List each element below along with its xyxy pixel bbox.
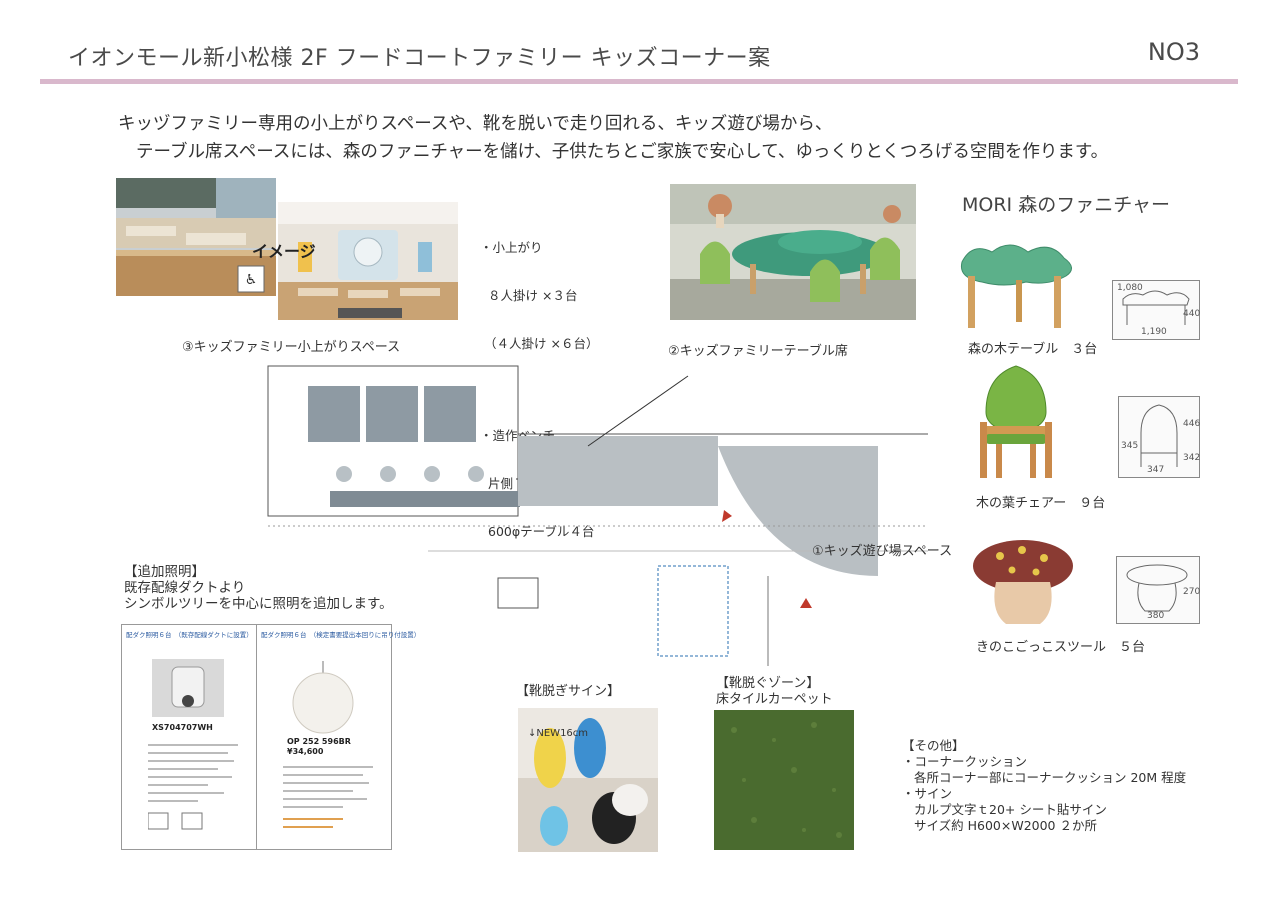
shoes-sign-photo: ↓NEW16cm [518,708,658,852]
stool-dimension-drawing: 270 380 [1116,556,1200,624]
intro-line-2: テーブル席スペースには、森のファニチャーを儲け、子供たちとご家族で安心して、ゆっ… [136,142,1109,162]
floor-plan [248,356,928,676]
lighting-spec-sheet-1: 配ダク照明６台 （既存配線ダクトに設置） XS704707WH [121,624,257,850]
agari-line-1: ８人掛け ×３台 [488,288,578,303]
mori-chair-caption: 木の葉チェアー ９台 [976,496,1106,511]
mori-chair-image [966,362,1066,482]
shoes-sign-label: 【靴脱ぎサイン】 [516,684,621,699]
table-dim-height: 440 [1183,309,1201,319]
other-bullet-1-detail: 各所コーナー部にコーナークッション 20M 程度 [914,770,1187,785]
shoes-zone-line-1: 【靴脱ぐゾーン】 [716,676,820,691]
spec1-model: XS704707WH [152,723,213,732]
mori-title: MORI 森のファニチャー [962,194,1171,216]
stool-dim-width: 380 [1147,611,1165,621]
spec2-model: OP 252 596BR [287,737,351,746]
table-dim-depth: 1,080 [1117,283,1143,293]
intro-line-1: キッヅファミリー専用の小上がりスペースや、靴を脱いで走り回れる、キッズ遊び場から… [118,114,833,134]
shoes-zone-label: 【靴脱ぐゾーン】 床タイルカーペット [716,676,833,708]
page-number: NO3 [1147,38,1200,66]
mori-table-caption: 森の木テーブル ３台 [968,342,1098,357]
other-title: 【その他】 [902,738,965,753]
table-dimension-drawing: 1,080 440 1,190 [1112,280,1200,340]
mori-stool-image [970,536,1076,628]
spec1-heading: 配ダク照明６台 （既存配線ダクトに設置） [126,631,253,639]
chair-dimension-drawing: 446 345 342 347 [1118,396,1200,478]
spec2-price: ¥34,600 [287,747,324,756]
lighting-notes: 【追加照明】 既存配線ダクトより シンボルツリーを中心に照明を追加します。 [124,564,393,612]
chair-dim-c: 342 [1183,453,1201,463]
stool-dim-height: 270 [1183,587,1201,597]
shoes-zone-line-2: 床タイルカーペット [716,692,833,707]
mori-stool-caption: きのこごっこスツール ５台 [976,640,1146,655]
header-divider [40,79,1238,84]
foodcourt-photo: ♿ [116,178,276,296]
kids-cafe-photo [278,202,458,320]
carpet-sample [714,710,854,850]
image-label: イメージ [252,242,316,261]
table-dim-width: 1,190 [1141,327,1167,337]
bench-line-2: 600φテーブル４台 [488,524,595,539]
svg-text:♿: ♿ [245,272,258,288]
other-notes: 【その他】 ・コーナークッション 各所コーナー部にコーナークッション 20M 程… [902,738,1186,834]
forest-furniture-photo [670,184,916,320]
other-bullet-1: ・コーナークッション [902,754,1028,769]
chair-dim-b: 345 [1121,441,1139,451]
lighting-title: 【追加照明】 [124,564,205,580]
zone-1-label: ①キッズ遊び場スペース [812,544,953,559]
chair-dim-a: 446 [1183,419,1201,429]
zone-3-label: ③キッズファミリー小上がりスペース [182,340,401,355]
page-title: イオンモール新小松様 2F フードコートファミリー キッズコーナー案 [68,46,771,71]
mori-table-image [950,236,1082,332]
intro-text: キッヅファミリー専用の小上がりスペースや、靴を脱いで走り回れる、キッズ遊び場から… [118,110,1108,166]
other-bullet-2-detail-2: サイズ約 H600×W2000 ２か所 [914,818,1097,833]
lighting-line-2: シンボルツリーを中心に照明を追加します。 [124,596,393,612]
other-bullet-2-detail-1: カルプ文字ｔ20+ シート貼サイン [914,802,1107,817]
agari-title: ・小上がり [480,240,543,255]
chair-dim-d: 347 [1147,465,1165,475]
zone-2-label: ②キッズファミリーテーブル席 [668,344,848,359]
lighting-line-1: 既存配線ダクトより [124,580,246,596]
shoes-sign-note: ↓NEW16cm [528,728,589,739]
lighting-spec-sheet-2: 配ダク照明６台 （検定書要提出本回りに吊り付設置） OP 252 596BR ¥… [256,624,420,850]
other-bullet-2: ・サイン [902,786,953,801]
agari-line-2: （４人掛け ×６台） [484,336,599,351]
spec2-heading: 配ダク照明６台 （検定書要提出本回りに吊り付設置） [261,631,421,639]
